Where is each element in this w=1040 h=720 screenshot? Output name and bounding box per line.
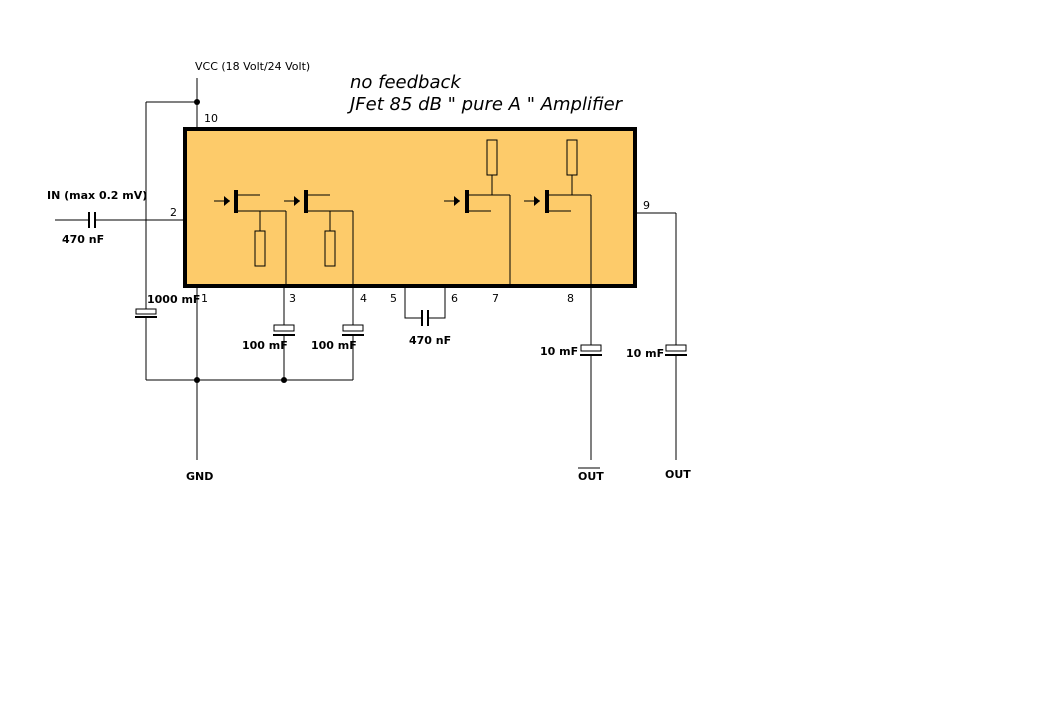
gnd-label: GND (186, 470, 213, 483)
input-label: IN (max 0.2 mV) (47, 189, 147, 202)
pin-4-label: 4 (360, 292, 367, 305)
pin8-capacitor-label: 10 mF (540, 345, 578, 358)
ground-junction-1 (194, 377, 200, 383)
pin-3-label: 3 (289, 292, 296, 305)
pin56-capacitor (404, 286, 446, 326)
input-capacitor-label: 470 nF (62, 233, 104, 246)
pin9-capacitor-label: 10 mF (626, 347, 664, 360)
pin-6-label: 6 (451, 292, 458, 305)
pin3-capacitor-label: 100 mF (242, 339, 288, 352)
pin-2-label: 2 (170, 206, 177, 219)
pin8-capacitor (580, 344, 602, 352)
jfet-4 (524, 139, 592, 286)
pin-1-label: 1 (201, 292, 208, 305)
amplifier-chip (183, 127, 637, 288)
supply-capacitor-label: 1000 mF (147, 293, 200, 306)
vcc-label: VCC (18 Volt/24 Volt) (195, 60, 310, 73)
pin3-capacitor (273, 324, 295, 332)
pin-10-label: 10 (204, 112, 218, 125)
pin-5-label: 5 (390, 292, 397, 305)
pin-9-label: 9 (643, 199, 650, 212)
title-line-1: no feedback (350, 72, 462, 93)
title-line-2: JFet 85 dB " pure A " Amplifier (347, 94, 624, 115)
jfet-2 (284, 190, 354, 286)
pin4-capacitor (342, 324, 364, 332)
out-label: OUT (665, 468, 691, 481)
out-inverted-label: OUT (578, 470, 604, 483)
pin56-capacitor-label: 470 nF (409, 334, 451, 347)
jfet-1 (214, 190, 287, 286)
pin9-capacitor (665, 344, 687, 352)
jfet-3 (444, 139, 511, 286)
supply-capacitor (135, 308, 157, 315)
pin-7-label: 7 (492, 292, 499, 305)
pin-8-label: 8 (567, 292, 574, 305)
pin4-capacitor-label: 100 mF (311, 339, 357, 352)
